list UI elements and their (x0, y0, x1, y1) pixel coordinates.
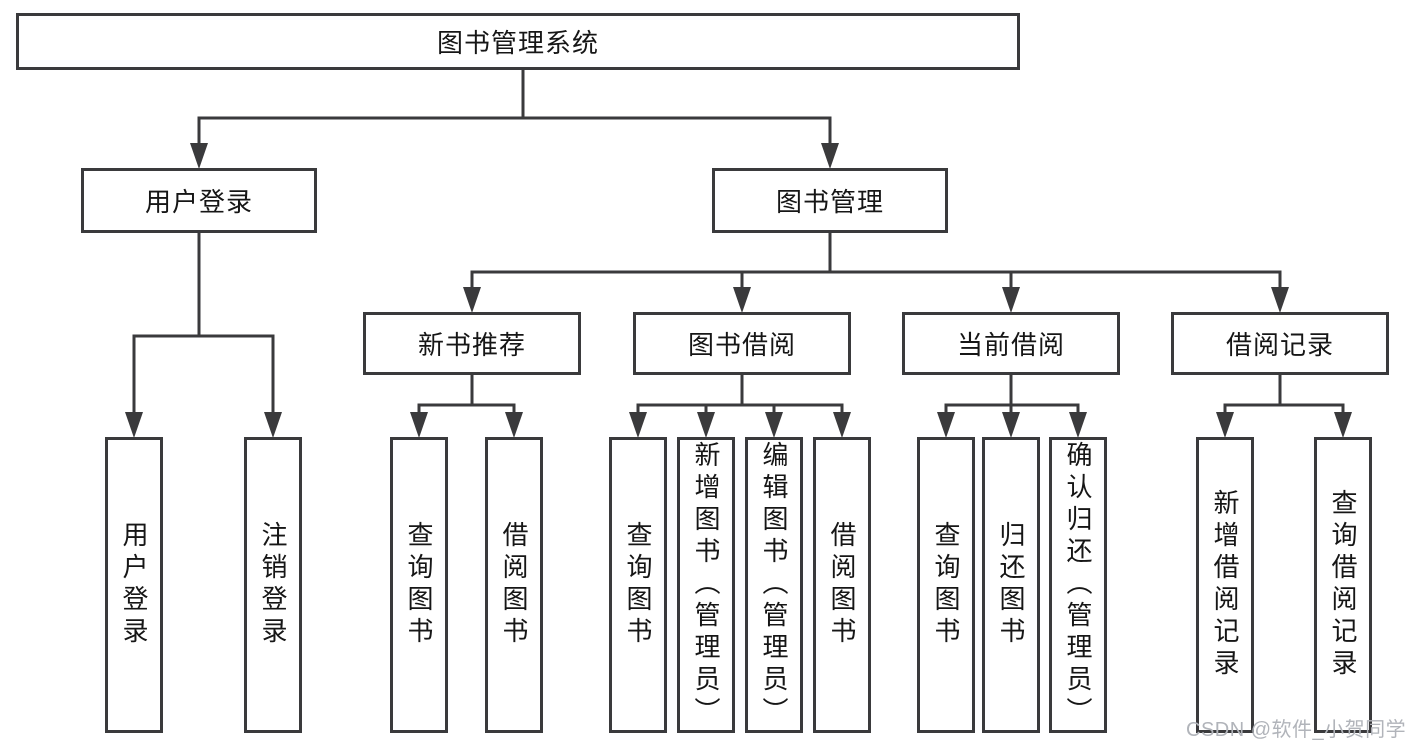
leaf-cb-query-books: 查询图书 (917, 437, 975, 733)
leaf-bb-query-books: 查询图书 (609, 437, 667, 733)
leaf-rec-borrow-books: 借阅图书 (485, 437, 543, 733)
leaf-bb-borrow-books: 借阅图书 (813, 437, 871, 733)
node-user-login: 用户登录 (81, 168, 317, 233)
node-label: 查询图书 (404, 521, 434, 649)
node-label: 图书管理系统 (436, 28, 599, 58)
node-label: 借阅图书 (499, 521, 529, 649)
csdn-watermark: CSDN @软件_小贺同学 (1186, 719, 1405, 741)
node-new-book-recommend: 新书推荐 (363, 312, 581, 375)
arrowheads (125, 143, 1352, 438)
node-label: 新书推荐 (417, 330, 526, 360)
node-label: 确认归还（管理员） (1063, 441, 1093, 729)
leaf-br-query-record: 查询借阅记录 (1314, 437, 1372, 733)
node-book-borrow: 图书借阅 (633, 312, 851, 375)
node-label: 图书借阅 (687, 330, 796, 360)
leaf-rec-query-books: 查询图书 (390, 437, 448, 733)
node-label: 借阅记录 (1225, 330, 1334, 360)
leaf-cb-confirm-return-admin: 确认归还（管理员） (1049, 437, 1107, 733)
node-label: 新增图书（管理员） (691, 441, 721, 729)
node-label: 当前借阅 (956, 330, 1065, 360)
node-label: 用户登录 (119, 521, 149, 649)
leaf-bb-add-books-admin: 新增图书（管理员） (677, 437, 735, 733)
leaf-user-login: 用户登录 (105, 437, 163, 733)
leaf-br-add-record: 新增借阅记录 (1196, 437, 1254, 733)
node-label: 查询图书 (623, 521, 653, 649)
node-book-management: 图书管理 (712, 168, 948, 233)
node-label: 图书管理 (775, 187, 884, 217)
node-label: 借阅图书 (827, 521, 857, 649)
node-label: 归还图书 (996, 521, 1026, 649)
node-borrow-record: 借阅记录 (1171, 312, 1389, 375)
leaf-cb-return-books: 归还图书 (982, 437, 1040, 733)
node-root: 图书管理系统 (16, 13, 1020, 70)
leaf-bb-edit-books-admin: 编辑图书（管理员） (745, 437, 803, 733)
node-label: 新增借阅记录 (1210, 489, 1240, 681)
node-label: 用户登录 (144, 187, 253, 217)
node-label: 编辑图书（管理员） (759, 441, 789, 729)
node-label: 注销登录 (258, 521, 288, 649)
node-current-borrow: 当前借阅 (902, 312, 1120, 375)
leaf-logout: 注销登录 (244, 437, 302, 733)
node-label: 查询借阅记录 (1328, 489, 1358, 681)
node-label: 查询图书 (931, 521, 961, 649)
